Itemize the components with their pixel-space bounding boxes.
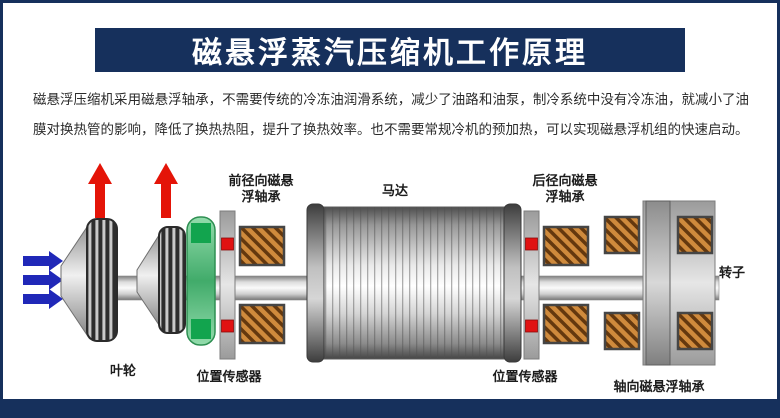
front-sensor-plate (219, 210, 236, 360)
diagram-illustration (23, 163, 720, 366)
inlet-flow-arrows-icon (23, 251, 63, 309)
page-title: 磁悬浮蒸汽压缩机工作原理 (192, 36, 588, 71)
label-front-position-sensor: 位置传感器 (196, 370, 262, 385)
label-motor: 马达 (381, 184, 408, 199)
impeller-stage-2 (136, 226, 186, 334)
motor-body (306, 203, 522, 363)
axial-bearing-assembly (603, 200, 716, 366)
rear-sensor-plate (523, 210, 540, 360)
front-radial-bearing-coils (238, 225, 286, 345)
label-axial-bearing: 轴向磁悬浮轴承 (613, 380, 705, 395)
label-front-radial-bearing: 前径向磁悬浮轴承 (228, 174, 294, 205)
intro-paragraph: 磁悬浮压缩机采用磁悬浮轴承，不需要传统的冷冻油润滑系统，减少了油路和油泵，制冷系… (33, 92, 749, 138)
label-rear-radial-bearing: 后径向磁悬浮轴承 (532, 174, 598, 205)
bottom-bar (3, 399, 777, 415)
impeller-stage-1 (60, 218, 118, 342)
title-bar: 磁悬浮蒸汽压缩机工作原理 (95, 28, 685, 72)
position-sensor-disc (186, 216, 216, 346)
label-impeller: 叶轮 (109, 364, 136, 379)
label-rotor: 转子 (719, 266, 746, 281)
rear-radial-bearing-coils (542, 225, 590, 345)
discharge-arrows-icon (88, 163, 178, 218)
diagram-area: 前径向磁悬浮轴承 马达 后径向磁悬浮轴承 叶轮 位置传感器 位置传感器 轴向磁悬… (3, 3, 777, 415)
label-rear-position-sensor: 位置传感器 (492, 370, 558, 385)
